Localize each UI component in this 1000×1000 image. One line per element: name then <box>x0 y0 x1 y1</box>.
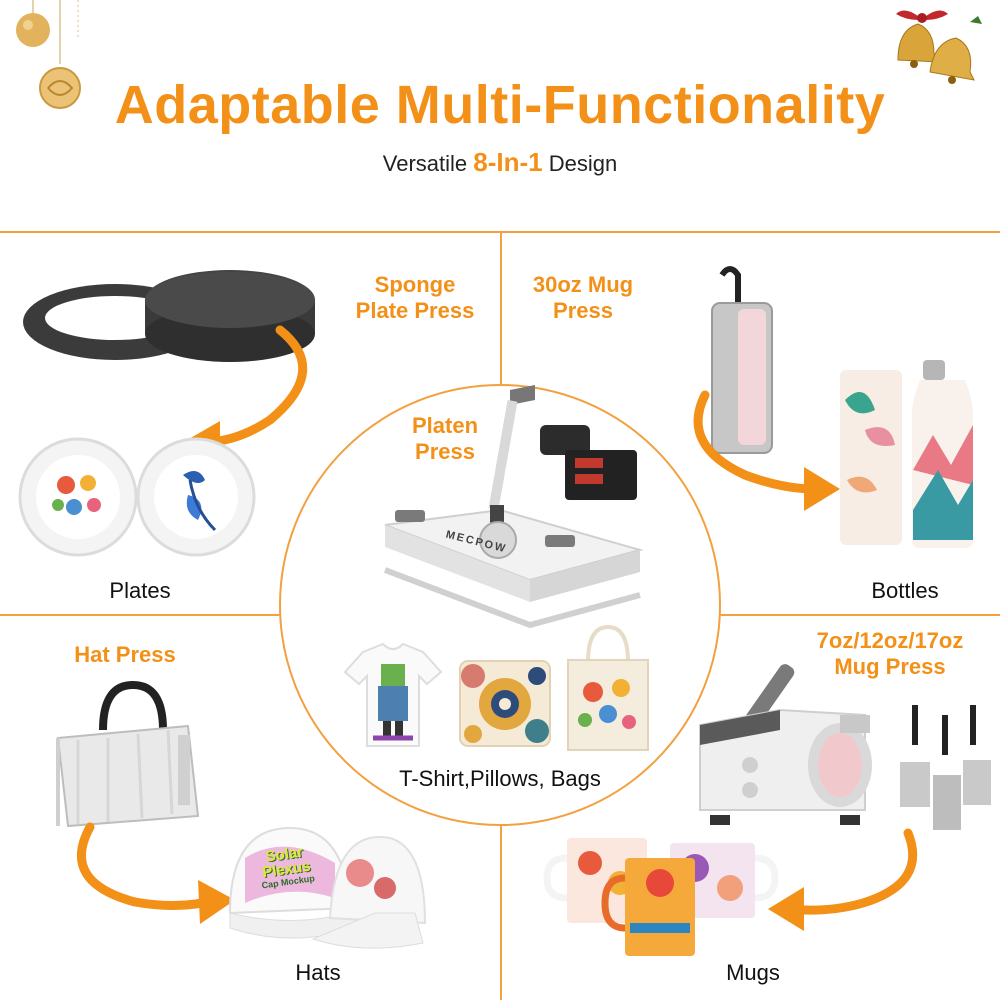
bottles-image <box>840 360 973 548</box>
page-subtitle: Versatile 8-In-1 Design <box>0 147 1000 178</box>
mug30-label-line1: 30oz Mug <box>532 272 634 297</box>
hats-label: Hats <box>295 960 341 985</box>
mug-press-label: 7oz/12oz/17oz Mug Press <box>790 628 990 680</box>
plates-label: Plates <box>109 578 171 603</box>
tumbler-press-image <box>711 266 773 454</box>
mug-press-machine-image <box>699 664 872 825</box>
hats-image <box>228 826 427 949</box>
platen-press-label: Platen Press <box>390 413 500 465</box>
platen-label-line2: Press <box>415 439 475 464</box>
divider-vertical-top <box>500 231 502 391</box>
sponge-label-line1: Sponge <box>374 272 456 297</box>
sponge-pads-image <box>23 270 315 362</box>
pillow-image <box>459 660 551 747</box>
divider-vertical-bottom <box>500 818 502 1000</box>
mug-heating-elements-image <box>900 705 991 830</box>
mugs-label: Mugs <box>726 960 780 985</box>
hat-press-label: Hat Press <box>74 642 176 667</box>
arrow-to-plates-icon <box>182 325 308 465</box>
subtitle-prefix: Versatile <box>382 151 468 176</box>
mug30-label-line2: Press <box>553 298 613 323</box>
divider-middle-right <box>720 614 1000 616</box>
tote-bag-image <box>567 624 649 751</box>
platen-label-line1: Platen <box>411 413 479 438</box>
subtitle-highlight: 8-In-1 <box>473 147 543 177</box>
plates-image <box>18 437 256 557</box>
bells-icon <box>896 10 982 84</box>
arrow-to-hats-icon <box>77 822 235 924</box>
page-title: Adaptable Multi-Functionality <box>114 75 886 135</box>
arrow-to-mugs-icon <box>768 828 918 931</box>
hat-press-image <box>56 680 200 828</box>
mug-label-line1: 7oz/12oz/17oz <box>816 628 964 653</box>
arrow-to-bottles-icon <box>693 390 840 511</box>
heat-press-machine-image <box>383 385 644 629</box>
divider-middle-left <box>0 614 292 616</box>
subtitle-suffix: Design <box>548 151 618 176</box>
tshirt-pillows-bags-label: T-Shirt,Pillows, Bags <box>399 766 601 791</box>
sponge-label-line2: Plate Press <box>355 298 475 323</box>
tshirt-image <box>343 642 443 747</box>
mug-label-line2: Mug Press <box>834 654 946 679</box>
mug-30oz-press-label: 30oz Mug Press <box>508 272 658 324</box>
bottles-label: Bottles <box>871 578 939 603</box>
ornament-decoration-icon <box>16 0 81 109</box>
mugs-image <box>543 838 779 956</box>
sponge-plate-press-label: Sponge Plate Press <box>330 272 500 324</box>
